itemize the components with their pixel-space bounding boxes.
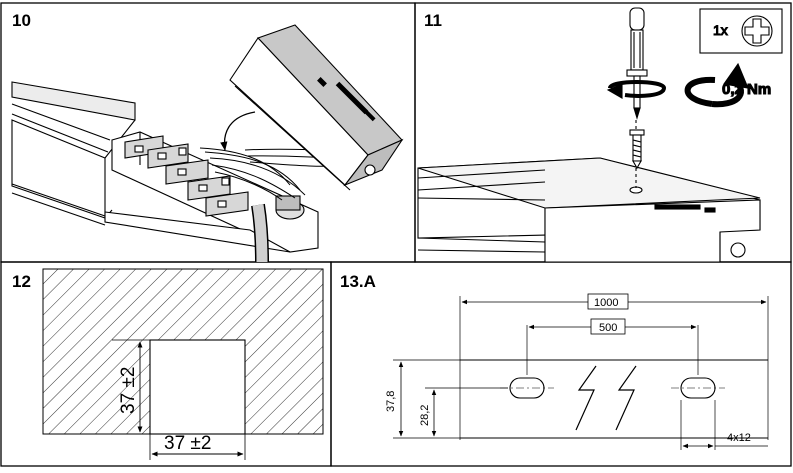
screw [629,129,645,170]
height-label: 37,8 [385,391,397,412]
screwdriver-icon [626,7,648,120]
insert-arrow [220,111,256,151]
rotation-arrow-icon [606,80,667,99]
pitch-label: 500 [599,322,617,334]
slot-label: 4x12 [727,432,751,444]
driver-housing [229,24,404,191]
terminal-blocks [124,135,249,217]
step-number-11: 11 [424,11,442,30]
torque-value: 0,2 Nm [722,81,771,98]
length-label: 1000 [594,297,618,309]
break-line-right [615,365,637,431]
track-with-driver [417,157,761,263]
torque-arrow-icon [684,62,749,108]
step-number-12: 12 [12,272,31,291]
break-line-left [575,365,597,431]
cutout-opening [149,339,246,435]
panel-11-illustration: 1x 0,2 Nm [417,7,783,263]
screw-quantity: 1x [713,22,728,38]
panel-13a-frame [330,261,792,467]
step-number-10: 10 [12,11,31,30]
panel-10-illustration [11,24,404,263]
power-cable [251,195,305,263]
panel-12-illustration: 37 ±2 37 ±2 [42,268,324,460]
phillips-screw-icon [741,15,773,47]
panel-13a-drawing [393,293,769,450]
hole-offset-label: 28,2 [419,405,431,426]
cutout-width-label: 37 ±2 [164,433,211,454]
step-number-13a: 13.A [340,272,376,291]
driver-label [654,204,716,213]
cutout-height-label: 37 ±2 [118,367,139,414]
